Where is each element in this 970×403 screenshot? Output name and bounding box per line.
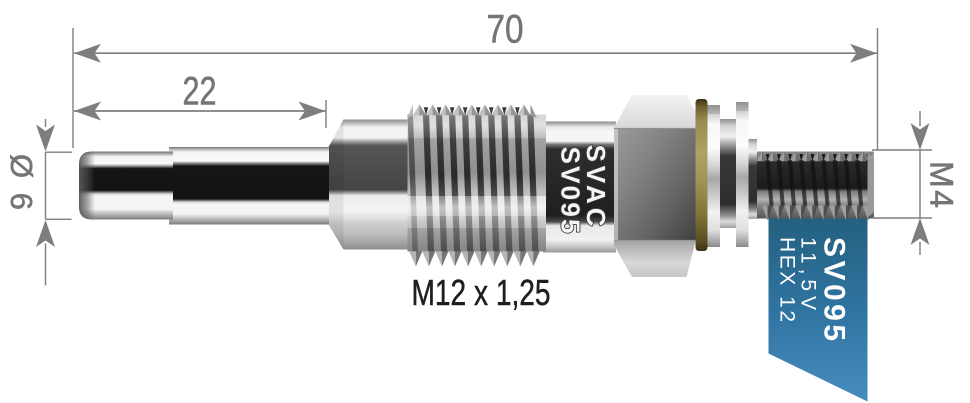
svg-text:SVAC: SVAC [581,145,611,227]
svg-text:70: 70 [487,8,524,52]
svg-text:HEX 12: HEX 12 [776,237,799,322]
svg-text:SV095: SV095 [556,147,586,234]
svg-text:22: 22 [183,70,217,114]
svg-text:SV095: SV095 [818,237,851,341]
svg-text:Ø 6: Ø 6 [4,154,39,210]
svg-text:M4: M4 [924,161,960,208]
svg-text:M12 x 1,25: M12 x 1,25 [412,272,551,313]
